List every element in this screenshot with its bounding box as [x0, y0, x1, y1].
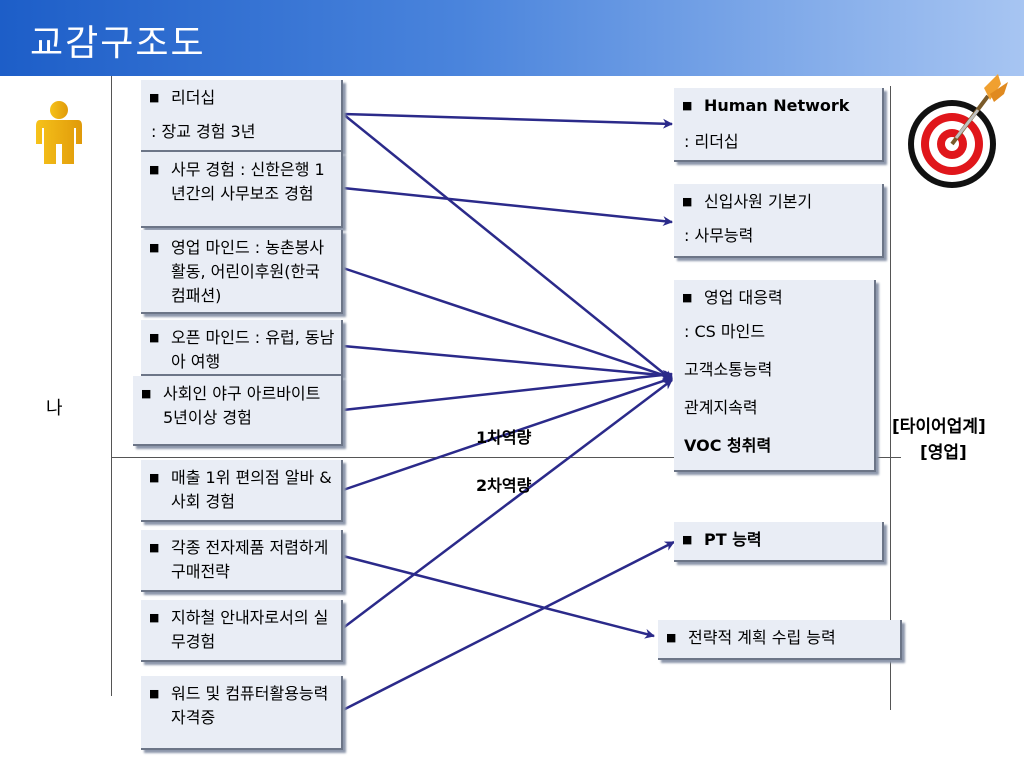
- left-box-sales-mind: ■영업 마인드 : 농촌봉사활동, 어린이후원(한국 컴패션): [141, 230, 343, 314]
- self-label: 나: [46, 398, 63, 419]
- right-box-basics: ■신입사원 기본기 : 사무능력: [674, 184, 884, 258]
- right-box-human-network: ■Human Network : 리더십: [674, 88, 884, 162]
- right-box-pt: ■PT 능력: [674, 522, 884, 562]
- left-box-open-mind: ■오픈 마인드 : 유럽, 동남아 여행: [141, 320, 343, 376]
- right-box-title: 전략적 계획 수립 능력: [688, 628, 836, 647]
- target-icon: [908, 74, 1008, 188]
- arrow-word-to-pt: [342, 540, 675, 712]
- left-box-office: ■사무 경험 : 신한은행 1년간의 사무보조 경험: [141, 152, 343, 228]
- left-box-text: 워드 및 컴퓨터활용능력 자격증: [171, 684, 329, 727]
- right-box-line: : 리더십: [684, 132, 739, 151]
- right-box-line: : 사무능력: [684, 226, 754, 245]
- left-box-purchase: ■각종 전자제품 저렴하게 구매전략: [141, 530, 343, 592]
- right-box-line: 관계지속력: [684, 398, 758, 417]
- left-box-text: 사회인 야구 아르바이트 5년이상 경험: [163, 384, 321, 427]
- left-box-text: 사무 경험 : 신한은행 1년간의 사무보조 경험: [171, 160, 325, 203]
- right-box-title: 신입사원 기본기: [704, 192, 813, 211]
- left-box-subway: ■지하철 안내자로서의 실무경험: [141, 600, 343, 662]
- arrow-store-to-sales: [342, 376, 673, 492]
- right-box-title: 영업 대응력: [704, 288, 783, 307]
- target-industry-label: [타이어업계]: [892, 417, 986, 437]
- arrow-leadership-to-network: [342, 112, 673, 129]
- person-icon: [36, 101, 82, 164]
- arrow-office-to-basics: [342, 186, 673, 227]
- left-box-text: 리더십: [171, 88, 216, 107]
- arrow-baseball-to-sales: [342, 370, 673, 412]
- arrow-sales-mind-to-sales: [342, 266, 673, 380]
- left-box-store: ■매출 1위 편의점 알바 & 사회 경험: [141, 460, 343, 522]
- tier2-label: 2차역량: [476, 476, 532, 495]
- right-divider: [890, 86, 891, 710]
- right-box-sales: ■영업 대응력 : CS 마인드 고객소통능력 관계지속력 VOC 청취력: [674, 280, 876, 472]
- right-box-line: 고객소통능력: [684, 360, 773, 379]
- right-box-title: Human Network: [704, 96, 850, 115]
- right-box-line: VOC 청취력: [684, 436, 772, 455]
- left-box-text: 매출 1위 편의점 알바 & 사회 경험: [171, 468, 332, 511]
- title-bar: 교감구조도: [0, 0, 1024, 76]
- left-box-baseball: ■사회인 야구 아르바이트 5년이상 경험: [133, 376, 343, 446]
- arrow-leadership-to-sales: [342, 113, 673, 381]
- left-box-word: ■워드 및 컴퓨터활용능력 자격증: [141, 676, 343, 750]
- left-box-text: 지하철 안내자로서의 실무경험: [171, 608, 329, 651]
- left-box-text: 각종 전자제품 저렴하게 구매전략: [171, 538, 329, 581]
- left-box-text: 오픈 마인드 : 유럽, 동남아 여행: [171, 328, 335, 371]
- arrow-subway-to-sales: [342, 379, 673, 629]
- tier-divider: [111, 457, 901, 458]
- left-box-leadership: ■리더십 : 장교 경험 3년: [141, 80, 343, 152]
- target-role-label: [영업]: [920, 443, 967, 463]
- right-box-strategy: ■전략적 계획 수립 능력: [658, 620, 902, 660]
- left-box-text: 영업 마인드 : 농촌봉사활동, 어린이후원(한국 컴패션): [171, 238, 325, 305]
- right-box-title: PT 능력: [704, 530, 762, 549]
- left-box-sub: : 장교 경험 3년: [151, 122, 256, 141]
- left-divider: [111, 76, 112, 696]
- page-title: 교감구조도: [30, 23, 206, 64]
- arrow-purchase-to-strategy: [342, 554, 655, 639]
- tier1-label: 1차역량: [476, 428, 532, 447]
- right-box-line: : CS 마인드: [684, 322, 766, 341]
- arrow-open-mind-to-sales: [342, 344, 673, 381]
